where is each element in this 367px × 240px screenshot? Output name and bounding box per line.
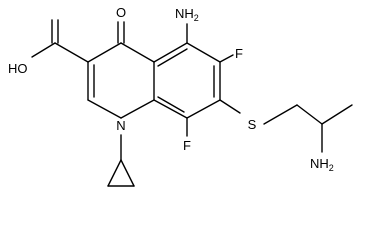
ring-nitrogen-label: N (116, 118, 125, 133)
ring-to-sulfur-bond (219, 99, 241, 114)
aminopropylthio-chain (263, 104, 353, 153)
fluoro-right-label: F (235, 46, 243, 61)
fluoro-right-bond (219, 54, 234, 63)
hydroxyl-label: HO (8, 61, 28, 76)
molecular-structure-diagram: O NH2 HO F N F S NH2 (8, 5, 353, 187)
benzene-ring (153, 42, 221, 119)
fluoro-bottom-label: F (183, 138, 191, 153)
pyridone-ring (87, 42, 155, 119)
carbonyl-oxygen-label: O (116, 5, 126, 20)
sulfur-label: S (248, 117, 257, 132)
carbonyl-bond (117, 21, 125, 44)
carboxylic-acid-bonds (31, 19, 89, 63)
cyclopropyl-group (107, 134, 135, 187)
amino-chain-label: NH2 (310, 156, 334, 173)
amino-top-label: NH2 (175, 6, 199, 23)
